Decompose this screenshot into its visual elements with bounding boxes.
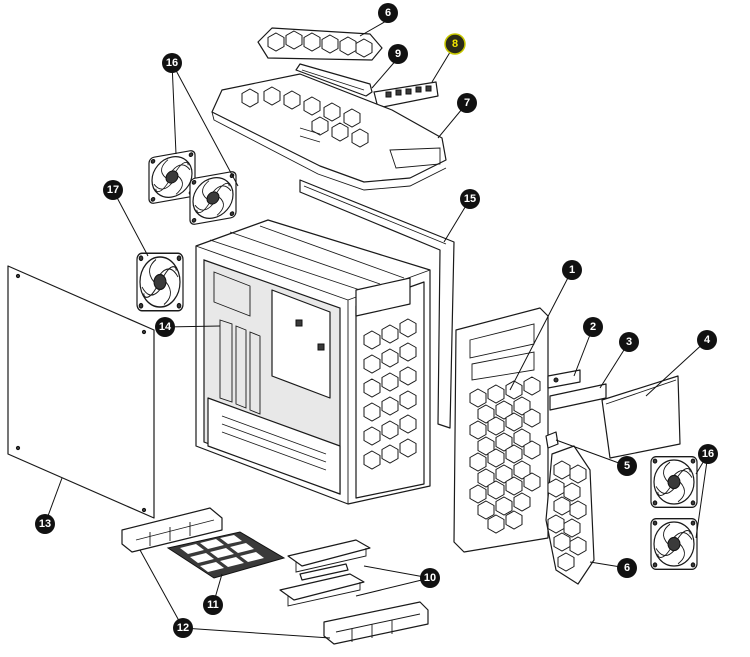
callout-16-front-label: 16	[702, 448, 714, 460]
callout-16-top-label: 16	[166, 57, 178, 69]
callout-12: 12	[173, 618, 193, 638]
callout-1-label: 1	[569, 264, 575, 276]
callout-10-label: 10	[424, 572, 436, 584]
callout-14-label: 14	[159, 321, 172, 333]
callout-13-label: 13	[39, 518, 51, 530]
callout-17: 17	[103, 180, 123, 200]
callout-10: 10	[420, 568, 440, 588]
bay-cover-plate	[549, 383, 607, 411]
case-feet	[121, 507, 429, 645]
callout-3-label: 3	[626, 336, 632, 348]
callout-6-front: 6	[617, 558, 637, 578]
callout-7: 7	[457, 93, 477, 113]
callout-2: 2	[583, 317, 603, 337]
callout-17-label: 17	[107, 184, 119, 196]
callout-4: 4	[697, 330, 717, 350]
front-fans	[650, 456, 698, 570]
callout-12-label: 12	[177, 622, 189, 634]
callout-labels: 1 2 3 4 5 6 6 7 8 9 10 11 12 13 14 15 16…	[35, 3, 718, 638]
callout-8-label: 8	[452, 38, 458, 50]
callout-13: 13	[35, 514, 55, 534]
callout-7-label: 7	[464, 97, 470, 109]
callout-9-label: 9	[395, 48, 401, 60]
right-side-panel	[299, 179, 455, 429]
callout-15-label: 15	[464, 193, 476, 205]
callout-1: 1	[562, 260, 582, 280]
callout-6-top-label: 6	[385, 7, 391, 19]
left-side-panel	[7, 265, 155, 519]
chassis	[195, 219, 431, 505]
top-cover	[211, 73, 447, 191]
callout-16-top: 16	[162, 53, 182, 73]
bottom-dust-filter	[166, 531, 286, 579]
callout-9: 9	[388, 44, 408, 64]
callout-11: 11	[203, 595, 223, 615]
odd-bay-cover	[547, 369, 581, 389]
front-bezel	[453, 307, 549, 553]
top-bracket-bar	[295, 63, 373, 97]
callout-8: 8	[444, 33, 466, 55]
front-dust-filter-sheet	[601, 375, 681, 459]
rear-fan	[136, 252, 184, 312]
callout-4-label: 4	[704, 334, 711, 346]
callout-6-front-label: 6	[624, 562, 630, 574]
callout-6-top: 6	[378, 3, 398, 23]
top-fans	[148, 149, 237, 226]
callout-14: 14	[155, 317, 175, 337]
callout-5: 5	[617, 456, 637, 476]
callout-5-label: 5	[624, 460, 630, 472]
bezel-clip	[545, 431, 559, 449]
front-hex-filter	[545, 445, 595, 585]
leader-lines	[44, 19, 709, 639]
callout-11-label: 11	[207, 599, 219, 611]
callout-16-front: 16	[698, 444, 718, 464]
front-io-panel	[373, 81, 439, 109]
top-hex-filter	[257, 27, 383, 61]
callout-2-label: 2	[590, 321, 596, 333]
hdd-trays	[279, 539, 371, 607]
callout-15: 15	[460, 189, 480, 209]
callout-3: 3	[619, 332, 639, 352]
